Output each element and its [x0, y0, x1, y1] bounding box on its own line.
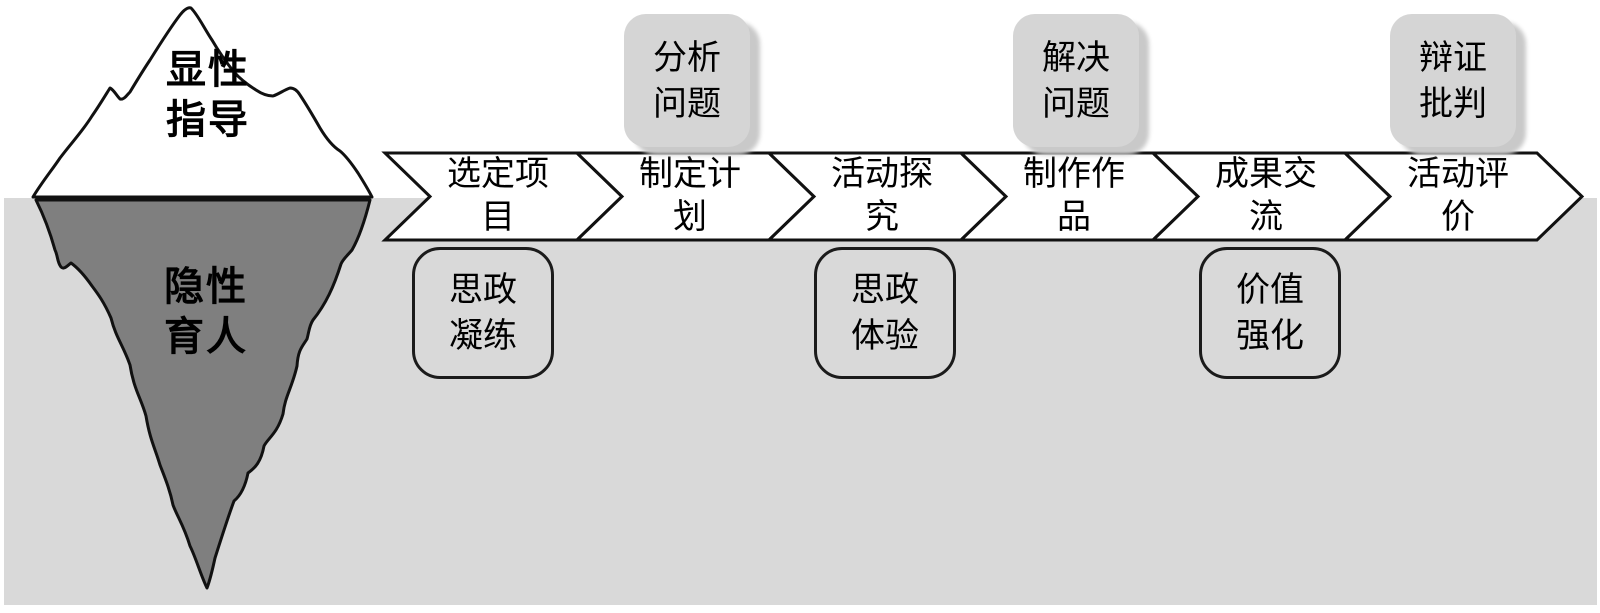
step-4-line-1: 制作作 [1023, 155, 1125, 193]
bottom-box-1-line-2: 凝练 [449, 317, 517, 355]
implicit-education-label: 隐性 育人 [124, 262, 288, 362]
chevron-step-6 [1341, 151, 1585, 242]
step-1-line-1: 选定项 [447, 155, 549, 193]
bottom-box-3-line-1: 价值 [1236, 271, 1304, 309]
step-label-activity-evaluation: 活动评 价 [1373, 153, 1543, 239]
step-2-line-2: 划 [673, 198, 707, 236]
step-label-activity-inquiry: 活动探 究 [797, 153, 967, 239]
iceberg-underwater-shape [34, 198, 372, 590]
top-box-dialectical-critique: 辩证 批判 [1390, 14, 1516, 147]
bottom-box-ideology-refine: 思政 凝练 [412, 247, 554, 379]
top-box-solve-problem: 解决 问题 [1013, 14, 1139, 147]
step-label-select-project: 选定项 目 [413, 153, 583, 239]
step-label-share-results: 成果交 流 [1181, 153, 1351, 239]
iceberg-above-water-shape [31, 6, 374, 199]
step-6-line-1: 活动评 [1407, 155, 1509, 193]
step-label-make-plan: 制定计 划 [605, 153, 775, 239]
top-box-1-line-2: 问题 [653, 84, 721, 123]
step-5-line-2: 流 [1249, 198, 1283, 236]
implicit-education-line-2: 育人 [164, 315, 248, 359]
explicit-guidance-label: 显性 指导 [126, 45, 290, 145]
explicit-guidance-line-1: 显性 [166, 48, 250, 92]
bottom-box-2-line-1: 思政 [851, 271, 919, 309]
bottom-box-1-line-1: 思政 [449, 271, 517, 309]
step-2-line-1: 制定计 [639, 155, 741, 193]
step-label-make-work: 制作作 品 [989, 153, 1159, 239]
bottom-box-3-line-2: 强化 [1236, 317, 1304, 355]
step-3-line-2: 究 [865, 198, 899, 236]
explicit-guidance-line-2: 指导 [166, 98, 250, 142]
bottom-box-value-reinforce: 价值 强化 [1199, 247, 1341, 379]
step-5-line-1: 成果交 [1215, 155, 1317, 193]
step-3-line-1: 活动探 [831, 155, 933, 193]
top-box-3-line-2: 批判 [1419, 84, 1487, 123]
top-box-3-line-1: 辩证 [1419, 38, 1487, 77]
implicit-education-line-1: 隐性 [164, 265, 248, 309]
step-1-line-2: 目 [481, 198, 515, 236]
top-box-analyze-problem: 分析 问题 [624, 14, 750, 147]
bottom-box-ideology-experience: 思政 体验 [814, 247, 956, 379]
step-4-line-2: 品 [1057, 198, 1091, 236]
step-6-line-2: 价 [1441, 198, 1475, 236]
top-box-2-line-1: 解决 [1042, 38, 1110, 77]
top-box-1-line-1: 分析 [653, 38, 721, 77]
top-box-2-line-2: 问题 [1042, 84, 1110, 123]
bottom-box-2-line-2: 体验 [851, 317, 919, 355]
